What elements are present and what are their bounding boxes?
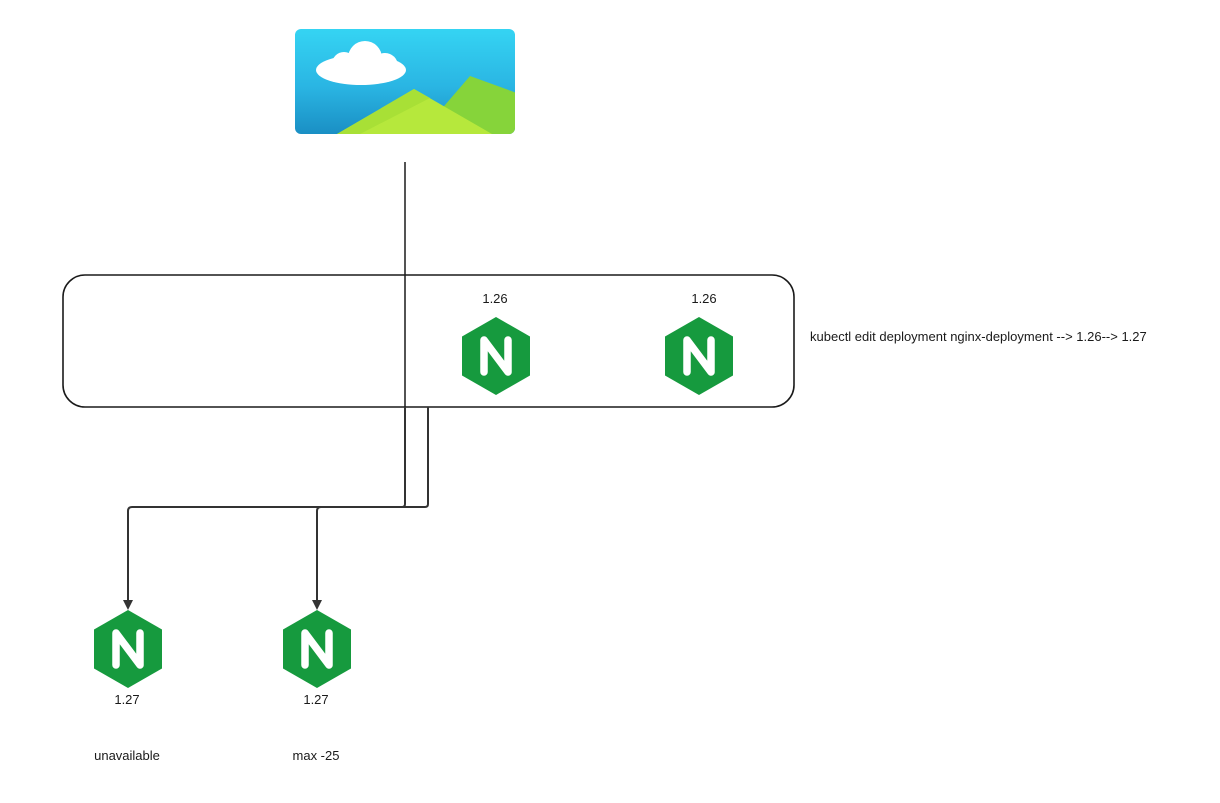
nginx-icon — [283, 610, 351, 688]
nginx-icon — [665, 317, 733, 395]
pod-version-label: 1.26 — [482, 291, 508, 306]
pod-version-label: 1.26 — [691, 291, 717, 306]
kubectl-command-text: kubectl edit deployment nginx-deployment… — [810, 329, 1147, 344]
nginx-icon — [462, 317, 530, 395]
new-pod-version-label: 1.27 — [303, 692, 329, 707]
max-surge-note: max -25 — [292, 748, 340, 763]
unavailable-note: unavailable — [94, 748, 160, 763]
image-placeholder-icon — [295, 29, 515, 134]
new-pod-version-label: 1.27 — [114, 692, 140, 707]
rollout-arrow-right — [312, 407, 429, 610]
rollout-arrow-left — [123, 407, 406, 610]
nginx-icon — [94, 610, 162, 688]
